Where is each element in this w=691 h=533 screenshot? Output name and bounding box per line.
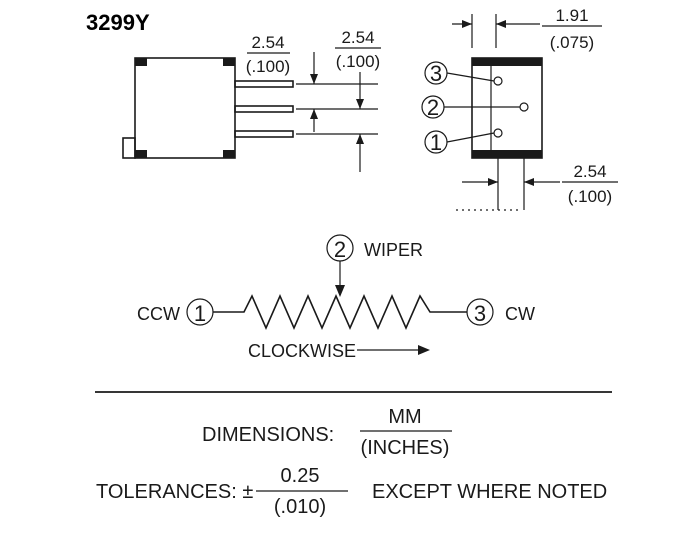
units-top: MM xyxy=(388,406,421,428)
dim1-mm: 2.54 xyxy=(251,33,284,52)
end-view: 3 2 1 1.91 (.075) 2.54 (.100) xyxy=(421,6,618,211)
wiper-label: WIPER xyxy=(364,240,423,260)
part-number-title: 3299Y xyxy=(86,10,150,35)
callout-num-1: 1 xyxy=(430,130,442,155)
tolerance-top: 0.25 xyxy=(281,465,320,487)
dim2-arrowhead-top xyxy=(356,99,364,109)
notes: DIMENSIONS: MM (INCHES) TOLERANCES: ± 0.… xyxy=(96,406,607,518)
dim2-mm: 2.54 xyxy=(341,28,374,47)
tolerances-label: TOLERANCES: ± xyxy=(96,481,253,503)
tolerance-bottom: (.010) xyxy=(274,496,326,518)
terminal-1-num: 1 xyxy=(194,301,206,326)
dim2-inches: (.100) xyxy=(336,52,380,71)
dim1-arrowhead-top xyxy=(310,74,318,84)
dim3-arrowhead-right xyxy=(496,20,506,28)
cw-label: CW xyxy=(505,304,535,324)
end-pin-2 xyxy=(519,102,529,112)
clockwise-arrowhead xyxy=(418,345,430,355)
units-bottom: (INCHES) xyxy=(361,437,450,459)
dim4-inches: (.100) xyxy=(568,187,612,206)
callout-num-2: 2 xyxy=(427,95,439,120)
dim1-arrowhead-bottom xyxy=(310,109,318,119)
dim4-arrowhead-right xyxy=(524,178,534,186)
tab-bottom-left xyxy=(135,150,147,158)
except-note: EXCEPT WHERE NOTED xyxy=(372,481,607,503)
side-body xyxy=(134,57,236,159)
leader-3 xyxy=(446,72,495,82)
wiper-arrowhead xyxy=(335,285,345,297)
end-top-band xyxy=(472,58,542,66)
end-pin-1 xyxy=(493,128,503,138)
wiper-num: 2 xyxy=(334,237,346,262)
dimensions-label: DIMENSIONS: xyxy=(202,424,334,446)
dim4-mm: 2.54 xyxy=(573,162,606,181)
adjust-screw xyxy=(122,137,136,159)
side-view: 2.54 (.100) 2.54 (.100) xyxy=(122,28,381,172)
side-pin-top xyxy=(234,80,294,88)
end-bottom-band xyxy=(472,150,542,158)
leader-1 xyxy=(446,132,495,143)
side-pin-bottom xyxy=(234,130,294,138)
side-pin-middle xyxy=(234,105,294,113)
dim3-mm: 1.91 xyxy=(555,6,588,25)
terminal-3-num: 3 xyxy=(474,301,486,326)
resistor-zigzag xyxy=(213,294,467,330)
dim4-arrowhead-left xyxy=(488,178,498,186)
dim3-arrowhead-left xyxy=(462,20,472,28)
terminal-3-circle xyxy=(466,298,494,326)
end-body xyxy=(471,57,543,159)
dim3-inches: (.075) xyxy=(550,33,594,52)
dim2-arrowhead-bottom xyxy=(356,134,364,144)
callout-num-3: 3 xyxy=(430,61,442,86)
clockwise-label: CLOCKWISE xyxy=(248,341,356,361)
ccw-label: CCW xyxy=(137,304,180,324)
schematic: CCW 1 3 CW 2 WIPER CLOCKWISE xyxy=(137,234,535,361)
tab-top-right xyxy=(223,58,235,66)
dim1-inches: (.100) xyxy=(246,57,290,76)
tab-bottom-right xyxy=(223,150,235,158)
tab-top-left xyxy=(135,58,147,66)
end-pin-3 xyxy=(493,76,503,86)
